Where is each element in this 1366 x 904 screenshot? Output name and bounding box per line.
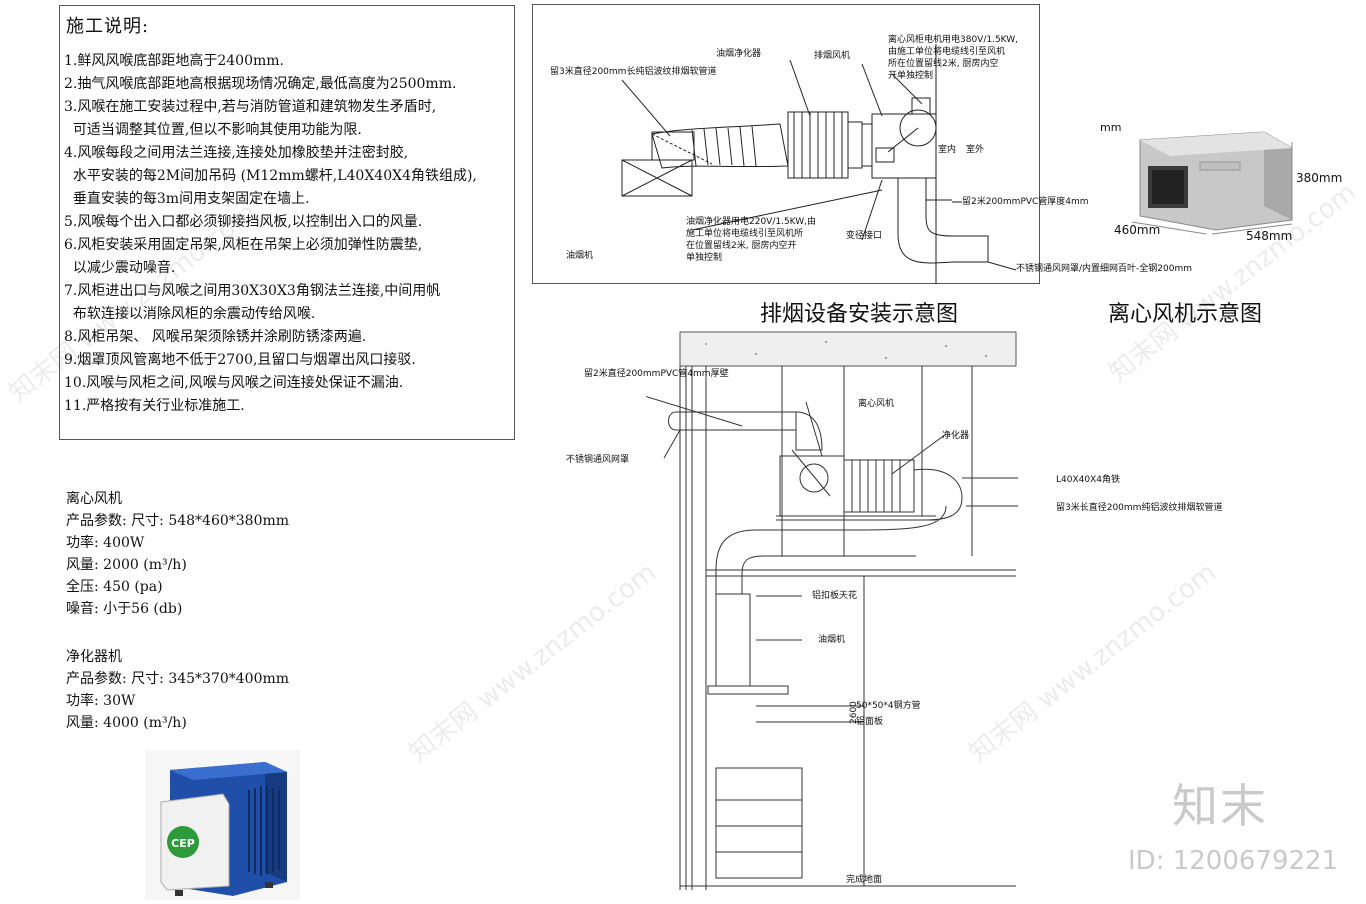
spec-line: 功率: 30W xyxy=(66,693,136,709)
watermark-logo: 知末 xyxy=(1172,779,1268,833)
note-item: 3.风喉在施工安装过程中,若与消防管道和建筑物发生矛盾时, xyxy=(64,99,437,115)
note-item: 8.风柜吊架、 风喉吊架须除锈并涂刷防锈漆两遍. xyxy=(64,329,367,345)
section-label-floor: 完成地面 xyxy=(846,875,883,885)
spec-line: 风量: 2000 (m³/h) xyxy=(66,557,187,573)
note-item: 水平安装的每2M间加吊码 (M12mm螺杆,L40X40X4角铁组成), xyxy=(64,168,477,184)
watermark-id: ID: 1200679221 xyxy=(1128,846,1339,876)
label-outdoor: 室外 xyxy=(966,145,985,155)
label-indoor: 室内 xyxy=(938,145,957,155)
note-item: 5.风喉每个出入口都必须铆接挡风板,以控制出入口的风量. xyxy=(64,214,423,230)
section-label-grille: 不锈钢通风网罩 xyxy=(566,455,630,465)
label-exhaust-fan: 排烟风机 xyxy=(814,51,851,61)
spec-line: 产品参数: 尺寸: 548*460*380mm xyxy=(66,513,290,529)
spec-line: 产品参数: 尺寸: 345*370*400mm xyxy=(66,671,290,687)
section-label-fan: 离心风机 xyxy=(858,399,895,409)
section-drawing xyxy=(646,331,1018,890)
section-label-ceiling: 铝扣板天花 xyxy=(812,591,858,601)
fan-photo-caption: 离心风机示意图 xyxy=(1108,302,1263,327)
label-pvc: 留2米200mmPVC管厚度4mm xyxy=(962,197,1089,207)
note-item: 以减少震动噪音. xyxy=(64,260,176,276)
centrifugal-fan-photo xyxy=(1131,131,1293,235)
construction-notes-panel: 施工说明: 1.鲜风风喉底部距地高于2400mm. 2.抽气风喉底部距地高根据现… xyxy=(59,5,515,440)
exhaust-installation-diagram xyxy=(532,4,1040,284)
fan-dim-depth: 460mm xyxy=(1114,223,1161,237)
label-grille: 不锈钢通风网罩/内置细网百叶-全钢200mm xyxy=(1016,264,1192,274)
note-item: 垂直安装的每3m间用支架固定在墙上. xyxy=(64,191,310,207)
spec-line: 风量: 4000 (m³/h) xyxy=(66,715,187,731)
fan-dim-width: 548mm xyxy=(1246,229,1293,243)
note-item: 可适当调整其位置,但以不影响其使用功能为限. xyxy=(64,122,362,138)
section-label-tube: 50*50*4钢方管 xyxy=(856,701,921,711)
notes-list: 1.鲜风风喉底部距地高于2400mm. 2.抽气风喉底部距地高根据现场情况确定,… xyxy=(64,50,477,418)
note-item: 1.鲜风风喉底部距地高于2400mm. xyxy=(64,53,284,69)
label-fan-power: 离心风柜电机用电380V/1.5KW, 由施工单位将电缆线引至风机 所在位置留线… xyxy=(888,35,1019,81)
note-item: 10.风喉与风柜之间,风喉与风喉之间连接处保证不漏油. xyxy=(64,375,404,391)
section-label-board: 铝面板 xyxy=(856,717,884,727)
exhaust-diagram-caption: 排烟设备安装示意图 xyxy=(760,302,959,327)
note-item: 4.风喉每段之间用法兰连接,连接处加橡胶垫并注密封胶, xyxy=(64,145,409,161)
note-item: 9.烟罩顶风管离地不低于2700,且留口与烟罩出风口接驳. xyxy=(64,352,416,368)
notes-title: 施工说明: xyxy=(66,16,150,37)
spec-name: 净化器机 xyxy=(66,649,122,665)
spec-line: 功率: 400W xyxy=(66,535,145,551)
fan-dim-height: 380mm xyxy=(1296,171,1343,185)
section-label-duct: 留3米长直径200mm纯铝波纹排烟软管道 xyxy=(1056,503,1223,513)
cep-badge: CEP xyxy=(171,837,195,850)
fan-unit-label: mm xyxy=(1100,121,1122,134)
purifier-spec: 净化器机 产品参数: 尺寸: 345*370*400mm 功率: 30W 风量:… xyxy=(66,646,289,734)
spec-line: 全压: 450 (pa) xyxy=(66,579,163,595)
note-item: 布软连接以消除风柜的余震动传给风喉. xyxy=(64,306,316,322)
label-purifier-power: 油烟净化器用电220V/1.5KW,由 施工单位将电缆线引至风机所 在位置留线2… xyxy=(686,217,817,263)
spec-line: 噪音: 小于56 (db) xyxy=(66,601,183,617)
label-purifier: 油烟净化器 xyxy=(716,49,762,59)
section-label-height: 2600 xyxy=(849,701,859,724)
centrifugal-fan-spec: 离心风机 产品参数: 尺寸: 548*460*380mm 功率: 400W 风量… xyxy=(66,488,289,620)
note-item: 6.风柜安装采用固定吊架,风柜在吊架上必须加弹性防震垫, xyxy=(64,237,423,253)
section-label-pvc: 留2米直径200mmPVC管4mm厚壁 xyxy=(584,369,729,379)
note-item: 11.严格按有关行业标准施工. xyxy=(64,398,245,414)
label-hood: 油烟机 xyxy=(566,251,594,261)
purifier-photo: CEP xyxy=(145,750,300,900)
watermark-text: 知末网 www.znzmo.com xyxy=(403,557,662,769)
label-reducer: 变径接口 xyxy=(846,231,883,241)
note-item: 2.抽气风喉底部距地高根据现场情况确定,最低高度为2500mm. xyxy=(64,76,457,92)
section-label-purifier: 净化器 xyxy=(942,431,970,441)
spec-name: 离心风机 xyxy=(66,491,122,507)
section-label-angle: L40X40X4角铁 xyxy=(1056,475,1120,485)
label-duct-reserve: 留3米直径200mm长纯铝波纹排烟软管道 xyxy=(550,67,717,77)
note-item: 7.风柜进出口与风喉之间用30X30X3角钢法兰连接,中间用帆 xyxy=(64,283,441,299)
section-label-hood: 油烟机 xyxy=(818,635,846,645)
